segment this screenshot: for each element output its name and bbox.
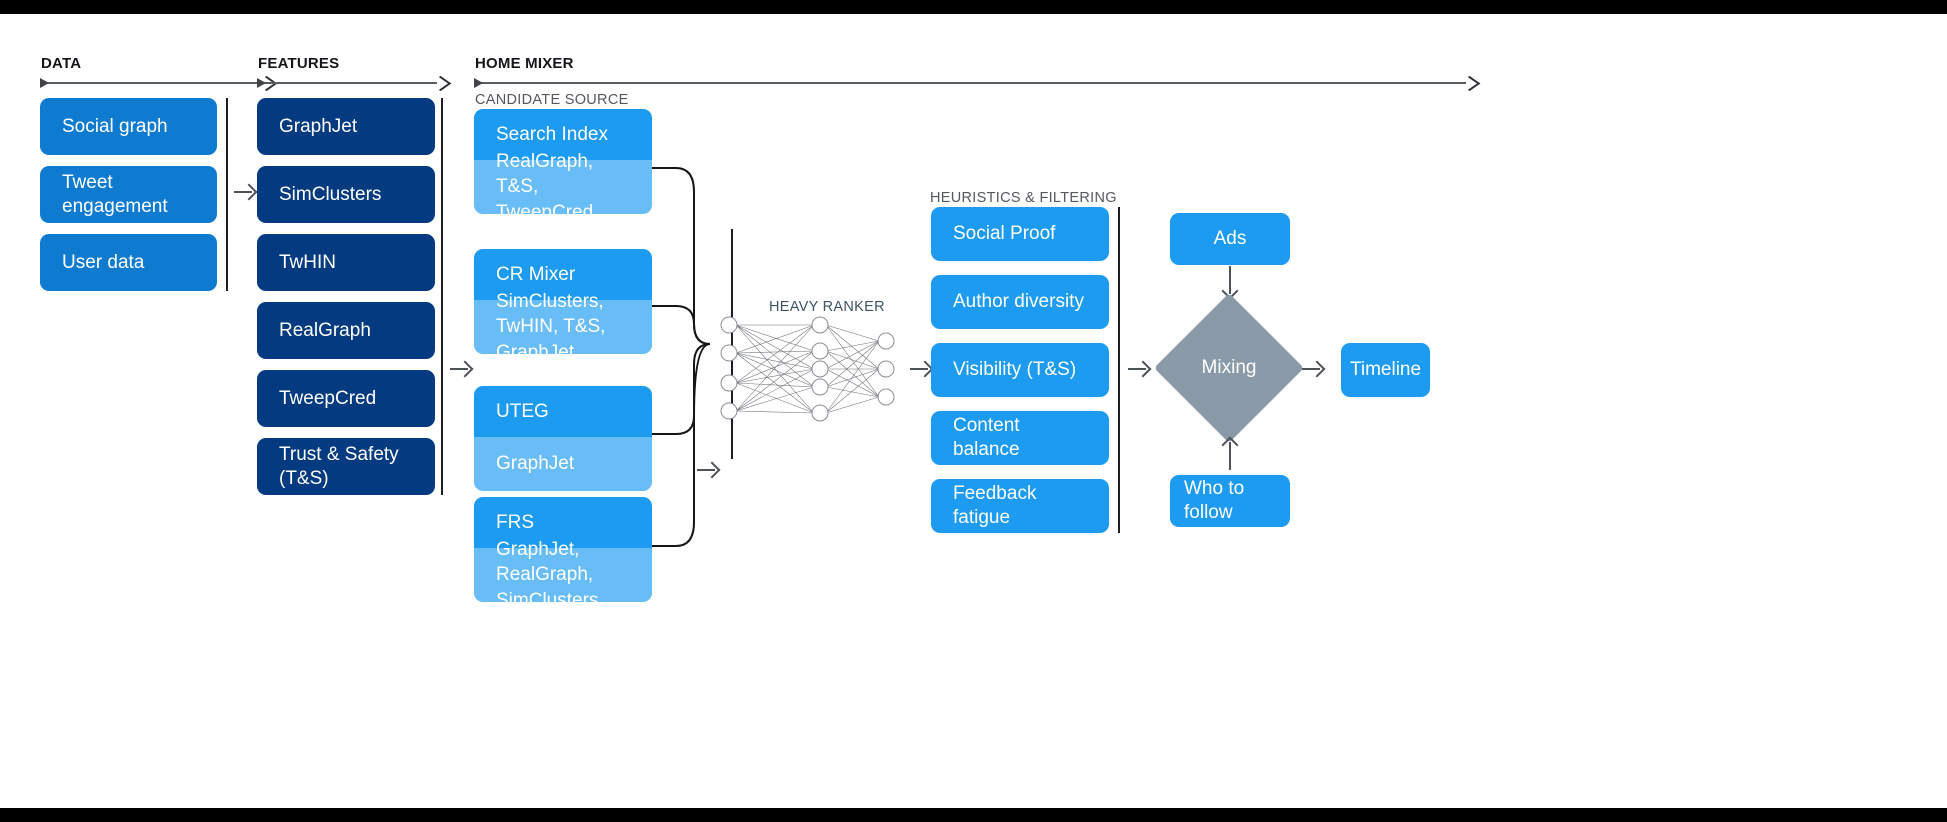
timeline-label: Timeline: [1349, 359, 1422, 381]
feature-box-label: TweepCred: [279, 387, 377, 409]
arrow-mixing-to-timeline: [1302, 368, 1320, 370]
divider-features-home-mixer: [441, 98, 443, 495]
section-rule-home-mixer: [474, 78, 1466, 88]
arrow-candidate-source-to-ranker: [697, 469, 715, 471]
subsection-title-candidate-source: CANDIDATE SOURCE: [475, 92, 629, 108]
heavy-ranker-network: [720, 316, 895, 422]
feature-box-label: RealGraph: [279, 319, 371, 341]
data-box-label: Social graph: [62, 115, 168, 137]
candidate-source-name: UTEG: [474, 386, 652, 437]
feature-box-trust-and-safety[interactable]: Trust & Safety (T&S): [257, 438, 435, 495]
heuristic-box-feedback-fatigue[interactable]: Feedback fatigue: [931, 479, 1109, 533]
data-box-tweet-engagement[interactable]: Tweet engagement: [40, 166, 217, 223]
candidate-source-features: RealGraph, T&S, TweepCred: [474, 151, 652, 214]
heuristic-box-label: Visibility (T&S): [953, 359, 1077, 381]
heavy-ranker-label: HEAVY RANKER: [769, 299, 885, 315]
heuristic-box-label: Author diversity: [953, 291, 1084, 313]
divider-candidate-source-ranker: [731, 229, 733, 459]
feature-box-graphjet[interactable]: GraphJet: [257, 98, 435, 155]
candidate-source-card-cr-mixer[interactable]: CR Mixer SimClusters, TwHIN, T&S, GraphJ…: [474, 249, 652, 354]
feature-box-realgraph[interactable]: RealGraph: [257, 302, 435, 359]
heuristic-box-author-diversity[interactable]: Author diversity: [931, 275, 1109, 329]
feature-box-tweepcred[interactable]: TweepCred: [257, 370, 435, 427]
candidate-source-card-search-index[interactable]: Search Index RealGraph, T&S, TweepCred: [474, 109, 652, 214]
feature-box-twhin[interactable]: TwHIN: [257, 234, 435, 291]
timeline-box[interactable]: Timeline: [1341, 343, 1430, 397]
arrow-ranker-to-heuristics: [910, 368, 928, 370]
ads-label: Ads: [1213, 228, 1247, 250]
arrow-ads-to-mixing: [1229, 266, 1231, 294]
divider-data-features: [226, 98, 228, 291]
arrow-heuristics-to-mixing: [1128, 368, 1146, 370]
candidate-source-features: GraphJet: [474, 437, 652, 491]
candidate-source-merge-bracket: [652, 167, 711, 547]
candidate-source-features: GraphJet, RealGraph, SimClusters: [474, 539, 652, 602]
feature-box-label: SimClusters: [279, 183, 382, 205]
candidate-source-card-frs[interactable]: FRS GraphJet, RealGraph, SimClusters: [474, 497, 652, 602]
heuristic-box-label: Feedback fatigue: [953, 483, 1037, 528]
section-title-data: DATA: [41, 55, 82, 72]
arrow-data-to-features: [234, 191, 252, 193]
data-box-user-data[interactable]: User data: [40, 234, 217, 291]
section-title-home-mixer: HOME MIXER: [475, 55, 574, 72]
heuristic-box-label: Social Proof: [953, 223, 1056, 245]
subsection-title-heuristics: HEURISTICS & FILTERING: [930, 190, 1117, 206]
heuristic-box-content-balance[interactable]: Content balance: [931, 411, 1109, 465]
who-to-follow-label: Who to follow: [1184, 478, 1245, 523]
feature-box-simclusters[interactable]: SimClusters: [257, 166, 435, 223]
candidate-source-features: SimClusters, TwHIN, T&S, GraphJet: [474, 291, 652, 354]
ads-box[interactable]: Ads: [1170, 213, 1290, 265]
section-rule-features: [257, 78, 437, 88]
section-title-features: FEATURES: [258, 55, 340, 72]
data-box-label: User data: [62, 251, 145, 273]
candidate-source-name: CR Mixer: [474, 249, 652, 300]
divider-heuristics-mixing: [1118, 207, 1120, 533]
data-box-social-graph[interactable]: Social graph: [40, 98, 217, 155]
feature-box-label: TwHIN: [279, 251, 336, 273]
arrow-who-to-follow-to-mixing: [1229, 442, 1231, 470]
feature-box-label: Trust & Safety (T&S): [279, 443, 399, 489]
candidate-source-card-uteg[interactable]: UTEG GraphJet: [474, 386, 652, 491]
candidate-source-name: FRS: [474, 497, 652, 548]
mixing-diamond-label: Mixing: [1201, 357, 1257, 378]
heuristic-box-social-proof[interactable]: Social Proof: [931, 207, 1109, 261]
candidate-source-name: Search Index: [474, 109, 652, 160]
section-rule-data: [40, 78, 263, 88]
arrow-features-to-candidate-source: [450, 368, 468, 370]
diagram-canvas: DATA FEATURES HOME MIXER CANDIDATE SOURC…: [0, 14, 1947, 808]
heuristic-box-label: Content balance: [953, 415, 1020, 460]
heuristic-box-visibility[interactable]: Visibility (T&S): [931, 343, 1109, 397]
data-box-label: Tweet engagement: [62, 171, 168, 217]
who-to-follow-box[interactable]: Who to follow: [1170, 475, 1290, 527]
feature-box-label: GraphJet: [279, 115, 358, 137]
